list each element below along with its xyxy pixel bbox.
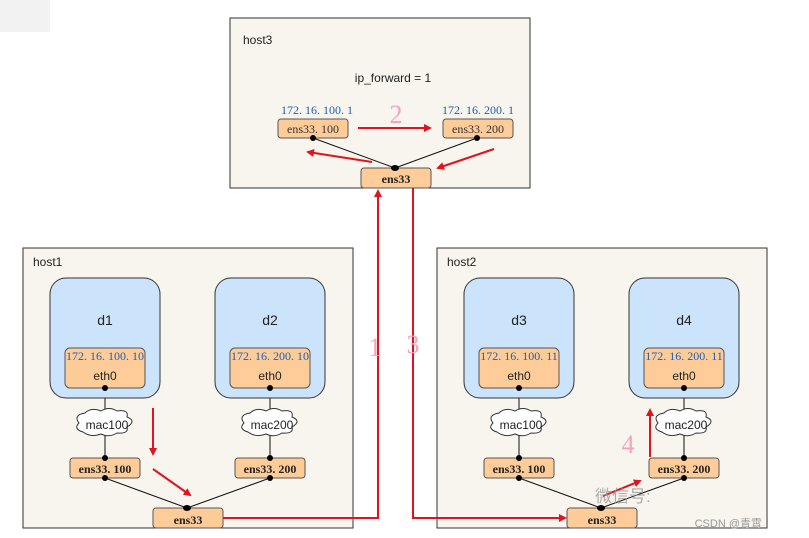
nic-label: ens33. 100 [79, 462, 132, 476]
ip-label: 172. 16. 200. 1 [442, 103, 514, 117]
nic-label: eth0 [258, 369, 282, 383]
macvlan-label: mac200 [665, 418, 708, 432]
step-label-4: 4 [622, 430, 635, 459]
nic-label: ens33. 100 [287, 122, 339, 136]
container-name: d3 [511, 312, 527, 328]
ip-label: 172. 16. 100. 11 [480, 349, 558, 363]
nic-label: ens33. 200 [244, 462, 297, 476]
ip-label: 172. 16. 200. 11 [645, 349, 723, 363]
cloud-icon [76, 408, 133, 437]
cloud-icon [241, 408, 298, 437]
step-label-2: 2 [390, 100, 403, 129]
nic-label: eth0 [672, 369, 696, 383]
watermark: 微信号: [595, 487, 651, 506]
ip-label: 172. 16. 100. 10 [66, 349, 144, 363]
ip-label: 172. 16. 200. 10 [231, 349, 309, 363]
cloud-icon [490, 408, 547, 437]
nic-label: ens33. 200 [452, 122, 504, 136]
macvlan-label: mac100 [86, 418, 129, 432]
container-name: d4 [676, 312, 692, 328]
ip-forward-note: ip_forward = 1 [355, 71, 432, 85]
corner-block [0, 0, 50, 32]
host2: host2 d3 172. 16. 100. 11 eth0 mac100 ens33. … [436, 247, 768, 529]
credit: CSDN @青霄 [695, 517, 762, 530]
nic-label: eth0 [93, 369, 117, 383]
nic-label: ens33 [382, 172, 411, 186]
nic-label: ens33 [588, 513, 617, 527]
nic-label: ens33. 100 [493, 462, 546, 476]
nic-label: ens33 [174, 513, 203, 527]
step-label-3: 3 [407, 330, 420, 359]
host1-label: host1 [33, 255, 63, 269]
host2-label: host2 [447, 255, 477, 269]
container-name: d2 [262, 312, 278, 328]
host1: host1 d1 172. 16. 100. 10 eth0 mac100 ens33. … [22, 247, 354, 529]
container-name: d1 [97, 312, 113, 328]
flow-arrows [149, 124, 654, 522]
macvlan-label: mac200 [251, 418, 294, 432]
host3-label: host3 [243, 33, 273, 47]
step-label-1: 1 [369, 333, 382, 362]
cloud-icon [655, 408, 712, 437]
nic-label: eth0 [507, 369, 531, 383]
macvlan-label: mac100 [500, 418, 543, 432]
host3: host3 ip_forward = 1 172. 16. 100. 1 172… [229, 17, 531, 189]
ip-label: 172. 16. 100. 1 [281, 103, 353, 117]
nic-label: ens33. 200 [658, 462, 711, 476]
